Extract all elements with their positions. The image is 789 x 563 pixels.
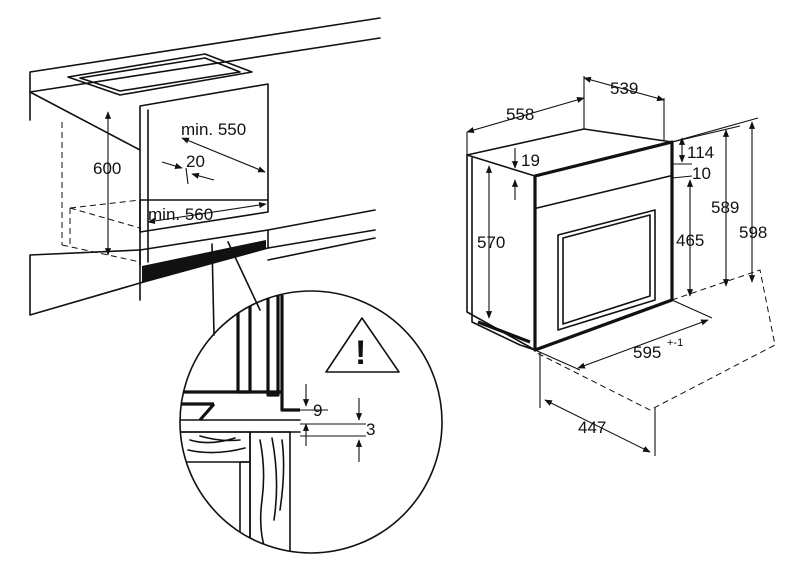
dim-570: 570 xyxy=(477,233,505,252)
dim-19: 19 xyxy=(521,151,540,170)
dim-9: 9 xyxy=(313,401,322,420)
dim-558: 558 xyxy=(506,105,534,124)
dim-595-tolerance: +-1 xyxy=(667,337,683,349)
dim-min-560: min. 560 xyxy=(148,205,213,224)
warning-icon xyxy=(325,317,400,373)
dim-465: 465 xyxy=(676,231,704,250)
dim-447: 447 xyxy=(578,418,606,437)
cabinet-niche xyxy=(139,83,269,266)
dim-10: 10 xyxy=(692,164,711,183)
detail-circle: ! 9 3 xyxy=(179,290,443,554)
dim-114: 114 xyxy=(687,143,714,162)
oven-front xyxy=(533,140,674,352)
dim-3: 3 xyxy=(366,420,375,439)
dim-598: 598 xyxy=(739,223,767,242)
plinth-vent xyxy=(142,240,266,283)
oven-side xyxy=(466,154,536,351)
cabinet-drawing: 600 min. 550 20 min. 560 xyxy=(29,17,381,336)
hob xyxy=(67,53,253,96)
dashed-floor xyxy=(534,269,776,411)
dim-539: 539 xyxy=(610,79,638,98)
dim-589: 589 xyxy=(711,198,739,217)
door-window xyxy=(557,209,656,331)
detail-outline xyxy=(179,290,443,554)
warning-exclamation: ! xyxy=(355,334,366,372)
niche-shelf xyxy=(139,199,269,233)
oven-drawing: 558 539 19 570 114 10 465 589 598 xyxy=(466,76,776,456)
dim-20: 20 xyxy=(186,152,205,171)
control-panel-line xyxy=(536,175,671,209)
dim-600: 600 xyxy=(93,159,121,178)
dim-595: 595 xyxy=(633,343,661,362)
dim-min-550: min. 550 xyxy=(181,120,246,139)
